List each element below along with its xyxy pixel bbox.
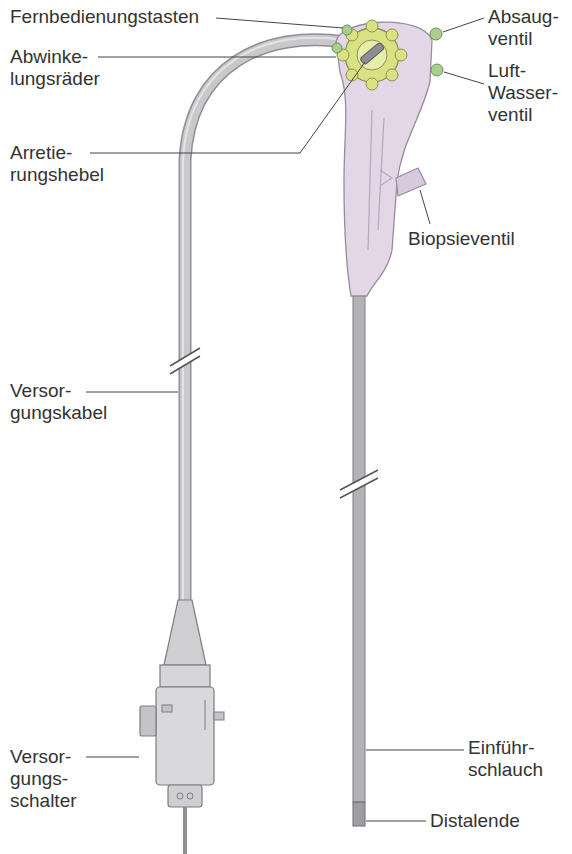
part-label: Versor- gungskabel (10, 380, 107, 424)
grip-line (378, 118, 384, 230)
part-label: Absaug- ventil (488, 6, 559, 50)
leader-line (420, 190, 430, 224)
grip-line (368, 110, 372, 250)
connector-base (168, 785, 202, 807)
connector-contact (187, 793, 193, 799)
break-mark (170, 348, 200, 366)
break-mark (340, 478, 378, 498)
break-gap (170, 348, 200, 374)
part-label: Distalende (430, 810, 520, 832)
cable-highlight (183, 38, 343, 610)
part-label: Abwinke- lungsräder (10, 46, 100, 90)
connector-pin (205, 700, 206, 730)
grip-line (380, 170, 392, 186)
leader-line (444, 72, 484, 84)
connector-body (156, 687, 214, 785)
break-mark (170, 356, 200, 374)
break-gap (340, 470, 378, 498)
air-water-valve (431, 64, 443, 76)
part-label: Luft- Wasser- ventil (488, 60, 558, 126)
part-label: Biopsieventil (408, 228, 515, 250)
remote-button (342, 25, 352, 35)
part-label: Einführ- schlauch (468, 737, 543, 781)
part-label: Fernbedienungstasten (10, 6, 199, 28)
leader-line (86, 392, 178, 393)
insertion-tube (353, 290, 365, 802)
leader-line (216, 18, 343, 28)
suction-valve (430, 28, 442, 40)
remote-button (332, 43, 342, 53)
connector-port (214, 712, 224, 720)
leader-line (86, 757, 139, 758)
distal-end (353, 802, 365, 826)
part-label: Versor- gungs- schalter (10, 746, 77, 812)
part-label: Arretie- rungshebel (10, 142, 104, 186)
leader-line (366, 821, 426, 822)
connector-collar (160, 665, 210, 687)
break-mark (340, 470, 378, 490)
control-body (336, 22, 432, 296)
angulation-wheels (337, 20, 407, 90)
power-cord (183, 807, 187, 854)
supply-cable (185, 40, 345, 610)
leader-line (366, 750, 464, 751)
biopsy-valve (396, 168, 426, 196)
connector-port (162, 705, 172, 712)
connector-cone (164, 600, 206, 665)
locking-lever (360, 42, 385, 65)
leader-line (98, 57, 336, 58)
supply-switch (140, 706, 156, 736)
leader-line (443, 18, 484, 32)
leader-line (90, 62, 365, 153)
supply-cable-outline (185, 40, 345, 610)
connector-contact (177, 793, 183, 799)
